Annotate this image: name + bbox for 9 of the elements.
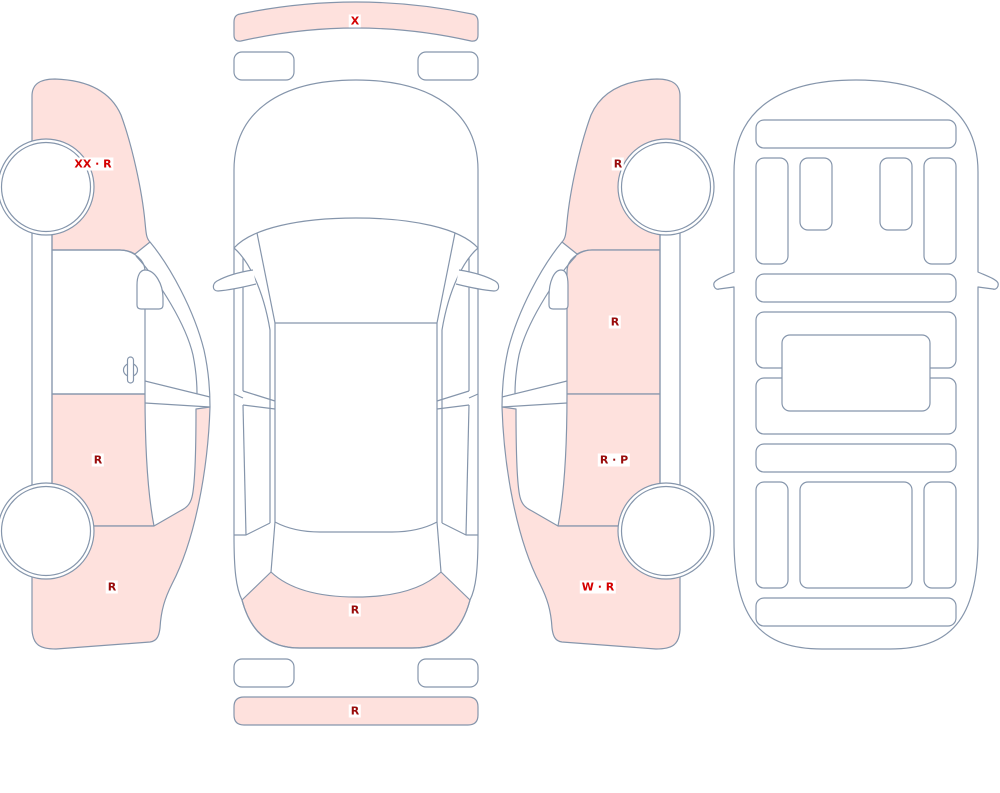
damage-code: R <box>608 316 622 328</box>
damage-code: R <box>92 454 104 466</box>
damage-code: X <box>348 14 362 28</box>
damage-code: XX · R <box>72 158 114 170</box>
damage-code: R <box>348 704 362 718</box>
damage-code: R <box>612 158 624 170</box>
damage-code: R · P <box>598 454 630 466</box>
damage-code: W · R <box>580 580 616 594</box>
damage-code: R <box>106 580 118 594</box>
